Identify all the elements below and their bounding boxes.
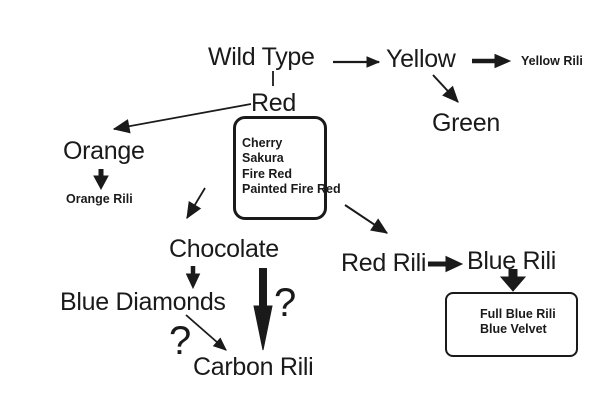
node-yellow: Yellow: [386, 45, 456, 73]
arrow-bluediamonds-to-carbonrili: [185, 314, 226, 350]
node-orange-rili: Orange Rili: [66, 192, 133, 206]
blue-variant-item: Full Blue Rili: [480, 307, 556, 321]
red-variant-item: Cherry: [242, 136, 283, 150]
arrow-yellow-to-green: [432, 74, 458, 102]
blue-variants-box: Full Blue Rili Blue Velvet: [445, 292, 578, 357]
node-red-rili: Red Rili: [341, 249, 427, 277]
red-variants-box: Cherry Sakura Fire Red Painted Fire Red: [233, 116, 341, 220]
red-variant-item: Painted Fire Red: [242, 182, 341, 197]
arrow-redrili-to-bluerili: [428, 255, 464, 273]
node-chocolate: Chocolate: [169, 235, 279, 263]
arrow-orange-to-orangerili: [93, 169, 109, 191]
arrow-chocolate-to-bluediamonds: [185, 266, 201, 290]
question-mark-chocolate-carbon: ?: [274, 281, 297, 325]
red-variant-item: Sakura: [242, 151, 284, 166]
blue-variant-item: Blue Velvet: [480, 322, 547, 337]
node-carbon-rili: Carbon Rili: [193, 353, 314, 381]
node-orange: Orange: [63, 137, 145, 165]
question-mark-bluediamonds-carbon: ?: [169, 319, 192, 363]
node-yellow-rili: Yellow Rili: [521, 54, 583, 68]
node-blue-rili: Blue Rili: [467, 247, 556, 275]
node-red: Red: [251, 89, 296, 117]
arrow-red-to-chocolate: [186, 187, 206, 218]
arrow-red-to-redrili: [344, 204, 387, 234]
red-variant-item: Fire Red: [242, 166, 293, 181]
node-blue-diamonds: Blue Diamonds: [60, 288, 226, 316]
arrow-yellow-to-yellowrili: [472, 53, 512, 69]
arrow-chocolate-to-carbonrili: [253, 268, 273, 351]
arrow-red-to-orange: [114, 103, 252, 129]
node-wild-type: Wild Type: [208, 43, 315, 71]
node-green: Green: [432, 109, 500, 137]
